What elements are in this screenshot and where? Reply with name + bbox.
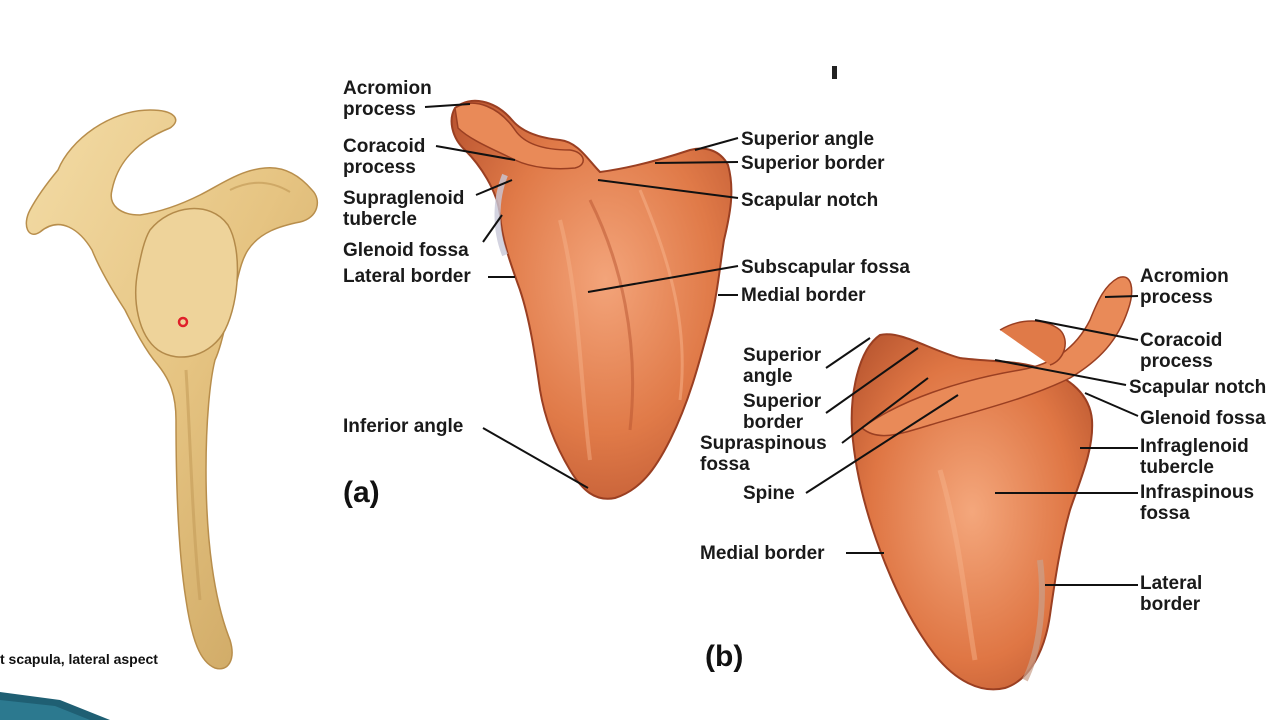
label-a-lateral-border: Lateral border	[343, 266, 471, 287]
top-mark	[832, 66, 837, 79]
marker-dot	[177, 316, 189, 328]
panel-a-label: (a)	[343, 476, 380, 509]
label-a-superior-border: Superior border	[741, 153, 885, 174]
label-b-scapular-notch: Scapular notch	[1129, 377, 1267, 398]
panel-b-label: (b)	[705, 640, 744, 673]
label-a-scapular-notch: Scapular notch	[741, 190, 879, 211]
label-a-inferior-angle: Inferior angle	[343, 416, 464, 437]
scapula-b-posterior	[850, 276, 1133, 691]
leader-lines-a	[424, 103, 739, 489]
left-figure-caption: t scapula, lateral aspect	[0, 651, 158, 667]
label-b-glenoid-fossa: Glenoid fossa	[1140, 408, 1266, 429]
label-b-spine: Spine	[743, 483, 795, 504]
scapula-a-anterior	[450, 99, 733, 500]
left-scapula-lateral	[25, 109, 319, 670]
label-a-glenoid-fossa: Glenoid fossa	[343, 240, 469, 261]
label-a-subscapular-fossa: Subscapular fossa	[741, 257, 910, 278]
label-a-medial-border: Medial border	[741, 285, 866, 306]
label-a-superior-angle: Superior angle	[741, 129, 875, 150]
label-b-medial-border: Medial border	[700, 543, 825, 564]
leader-lines-b	[805, 295, 1139, 586]
